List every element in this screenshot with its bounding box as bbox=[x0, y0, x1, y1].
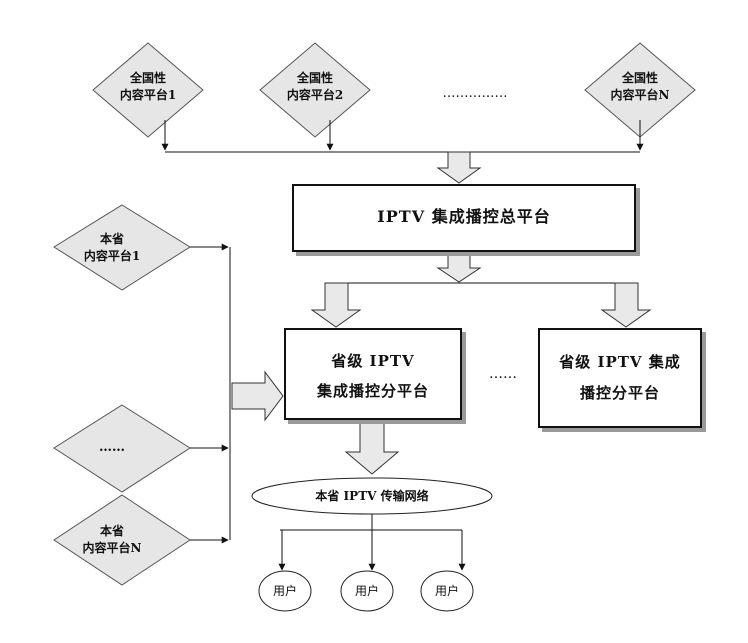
local-platform-1-diamond bbox=[53, 204, 191, 291]
local-platform-n-diamond bbox=[53, 494, 191, 586]
block-arrow-to-provincial-other bbox=[600, 282, 652, 328]
national-platform-1-diamond bbox=[92, 42, 204, 138]
block-arrow-from-central bbox=[436, 251, 482, 283]
block-arrow-to-provincial bbox=[310, 282, 362, 328]
user-2-circle bbox=[340, 570, 394, 612]
provincial-platform-other-label: 省级 IPTV 集成播控分平台 bbox=[559, 353, 681, 402]
national-platform-1-label: 全国性内容平台1 bbox=[119, 71, 177, 102]
block-arrow-local-to-provincial bbox=[231, 370, 284, 422]
national-platform-n-label: 全国性内容平台N bbox=[610, 71, 670, 102]
local-platform-ellipsis-diamond bbox=[53, 404, 191, 493]
user-2-label: 用户 bbox=[354, 584, 379, 598]
user-3-circle bbox=[420, 570, 474, 612]
network-label: 本省 IPTV 传输网络 bbox=[315, 489, 429, 503]
user-1-circle bbox=[258, 570, 312, 612]
central-platform-label: IPTV 集成播控总平台 bbox=[377, 207, 551, 226]
central-platform-box bbox=[292, 184, 636, 252]
user-1-label: 用户 bbox=[272, 584, 297, 598]
block-arrow-to-network bbox=[344, 419, 400, 475]
national-platform-2-diamond bbox=[259, 42, 371, 138]
local-platform-1-label: 本省内容平台1 bbox=[83, 232, 141, 263]
user-3-label: 用户 bbox=[434, 584, 459, 598]
provincial-platform-other-box bbox=[538, 328, 702, 428]
national-platform-2-label: 全国性内容平台2 bbox=[286, 71, 344, 102]
local-platform-n-label: 本省内容平台N bbox=[82, 524, 142, 555]
provincial-platform-box bbox=[284, 328, 462, 420]
local-platform-ellipsis-label: …… bbox=[99, 440, 125, 455]
provincial-ellipsis: …… bbox=[489, 366, 517, 382]
block-arrow-to-central bbox=[436, 151, 482, 184]
national-ellipsis: …………… bbox=[442, 86, 508, 101]
